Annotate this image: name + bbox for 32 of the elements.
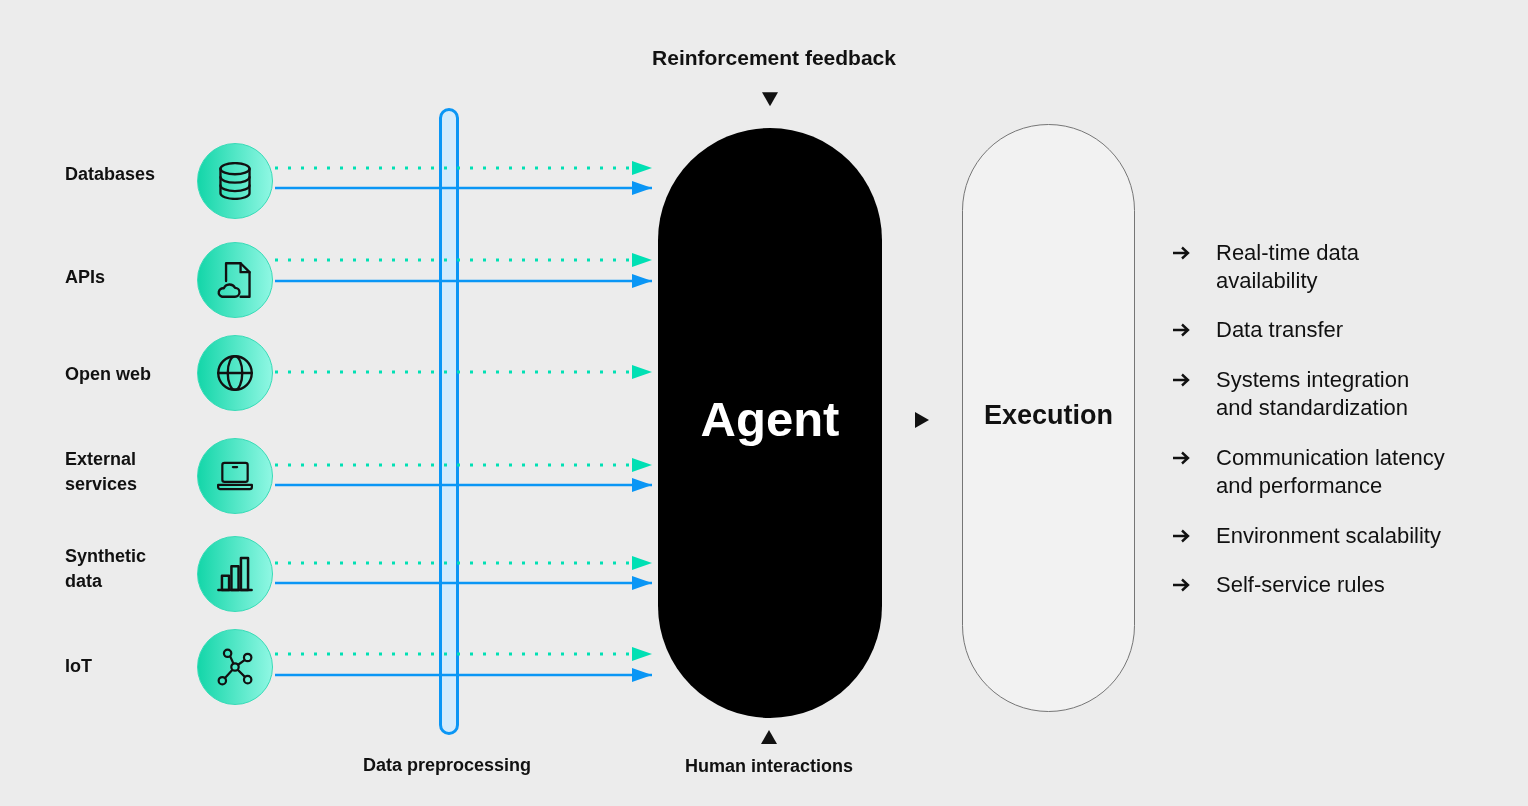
dotted-arrow	[275, 458, 652, 472]
node-label: Execution	[984, 398, 1113, 432]
node-caption: Data preprocessing	[362, 754, 532, 777]
list-item-text: Environment scalability	[1216, 522, 1442, 550]
list-item-text: Self-service rules	[1216, 571, 1386, 599]
dotted-arrow	[275, 365, 652, 379]
arrow	[275, 478, 652, 492]
dotted-arrow	[275, 556, 652, 570]
arrow	[761, 730, 777, 745]
node-label: Agent	[700, 390, 840, 448]
node-label: Reinforcement feedback	[652, 45, 896, 71]
dotted-arrow	[275, 161, 652, 175]
arrow	[275, 274, 652, 288]
node-label: Human interactions	[685, 756, 853, 778]
arrow	[275, 668, 652, 682]
list-item-text: Communication latency and performance	[1216, 444, 1446, 500]
source-label: APIs	[65, 265, 107, 289]
dotted-arrow	[275, 253, 652, 267]
source-label: IoT	[65, 654, 93, 678]
arrow	[275, 576, 652, 590]
source-label: Open web	[65, 362, 152, 386]
list-item-text: Systems integration and standardization	[1216, 366, 1411, 422]
source-label: Databases	[65, 162, 157, 186]
arrow	[915, 412, 929, 428]
source-label: External services	[65, 448, 139, 496]
preprocessing-bar	[439, 108, 459, 735]
list-item-text: Data transfer	[1216, 316, 1345, 344]
source-label: Synthetic data	[65, 545, 148, 593]
arrow	[762, 92, 778, 107]
arrow	[275, 181, 652, 195]
list-item-text: Real-time data availability	[1216, 239, 1361, 295]
dotted-arrow	[275, 647, 652, 661]
